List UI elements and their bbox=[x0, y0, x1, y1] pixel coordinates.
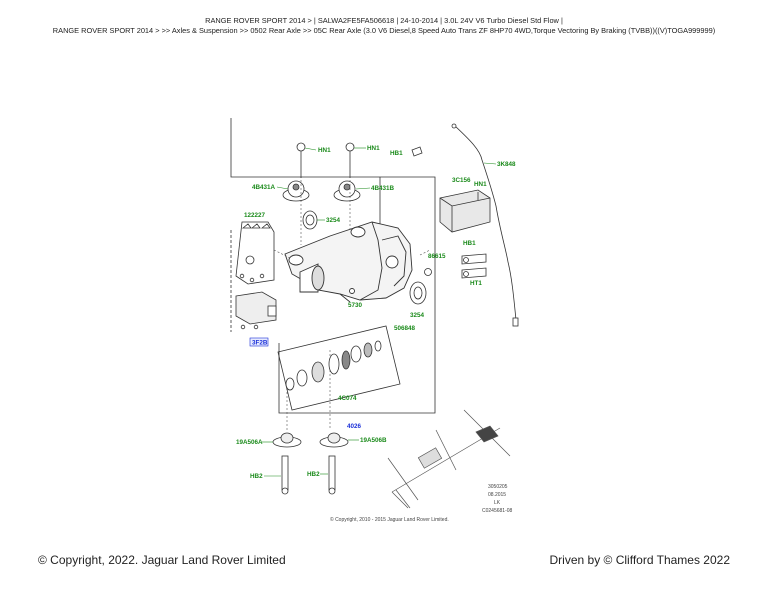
lower-mounts bbox=[272, 432, 349, 448]
image-ref-line: 3050205 bbox=[488, 484, 508, 490]
callout-3254-side: 3254 bbox=[410, 312, 425, 319]
drivetrain-locator bbox=[387, 409, 511, 509]
image-ref-line: C0245681-08 bbox=[482, 508, 513, 514]
frame-outline bbox=[230, 118, 436, 414]
callout-hb2-right: HB2 bbox=[307, 471, 320, 478]
top-bolts bbox=[296, 142, 423, 178]
actuator-module bbox=[439, 189, 491, 233]
callout-labels: HN1 HN1 HB1 3K848 3C156 HN1 4B431A 4B431… bbox=[236, 145, 516, 480]
seal-top bbox=[302, 210, 318, 230]
footer-copyright: © Copyright, 2022. Jaguar Land Rover Lim… bbox=[38, 553, 286, 567]
image-ref-line: LK bbox=[494, 500, 501, 506]
callout-86615: 86615 bbox=[428, 253, 446, 260]
image-reference: 3050205 08.2015 LK C0245681-08 bbox=[482, 484, 513, 514]
upper-mounts bbox=[282, 180, 361, 202]
page-header: RANGE ROVER SPORT 2014 > | SALWA2FE5FA50… bbox=[0, 16, 768, 36]
bracket-assembly bbox=[235, 221, 275, 285]
callout-3c156: 3C156 bbox=[452, 177, 471, 184]
callout-hn1-module: HN1 bbox=[474, 181, 487, 188]
callout-506848: 506848 bbox=[394, 325, 416, 332]
callout-4026: 4026 bbox=[347, 423, 362, 430]
callout-19a506b: 19A506B bbox=[360, 437, 387, 444]
callout-5730: 5730 bbox=[348, 302, 363, 309]
callout-hn1-left: HN1 bbox=[318, 147, 331, 154]
callout-4b431b: 4B431B bbox=[371, 185, 395, 192]
lower-bolts bbox=[281, 455, 336, 495]
callout-4c074: 4C074 bbox=[338, 395, 357, 402]
callout-hb1-right: HB1 bbox=[463, 240, 476, 247]
callout-hb2-left: HB2 bbox=[250, 473, 263, 480]
wiring-harness bbox=[451, 123, 519, 327]
callout-3k848: 3K848 bbox=[497, 161, 516, 168]
callout-ht1: HT1 bbox=[470, 280, 482, 287]
callout-122227: 122227 bbox=[244, 212, 266, 219]
sensors bbox=[461, 253, 487, 279]
diagram-copyright: © Copyright, 2010 - 2015 Jaguar Land Rov… bbox=[330, 516, 449, 523]
control-module bbox=[235, 291, 277, 330]
differential-housing bbox=[284, 221, 413, 303]
callout-4b431a: 4B431A bbox=[252, 184, 276, 191]
breadcrumb: RANGE ROVER SPORT 2014 > >> Axles & Susp… bbox=[52, 26, 716, 35]
callout-hn1-right: HN1 bbox=[367, 145, 380, 152]
callout-3f2b: 3F2B bbox=[252, 340, 268, 347]
vehicle-info-line: RANGE ROVER SPORT 2014 > | SALWA2FE5FA50… bbox=[205, 16, 563, 25]
side-seal bbox=[409, 268, 432, 305]
pinion-parts bbox=[277, 325, 401, 411]
footer-credit: Driven by © Clifford Thames 2022 bbox=[549, 553, 730, 567]
image-ref-line: 08.2015 bbox=[488, 492, 506, 498]
callout-hb1-top: HB1 bbox=[390, 150, 403, 157]
callout-19a506a: 19A506A bbox=[236, 439, 263, 446]
callout-3254-top: 3254 bbox=[326, 217, 341, 224]
